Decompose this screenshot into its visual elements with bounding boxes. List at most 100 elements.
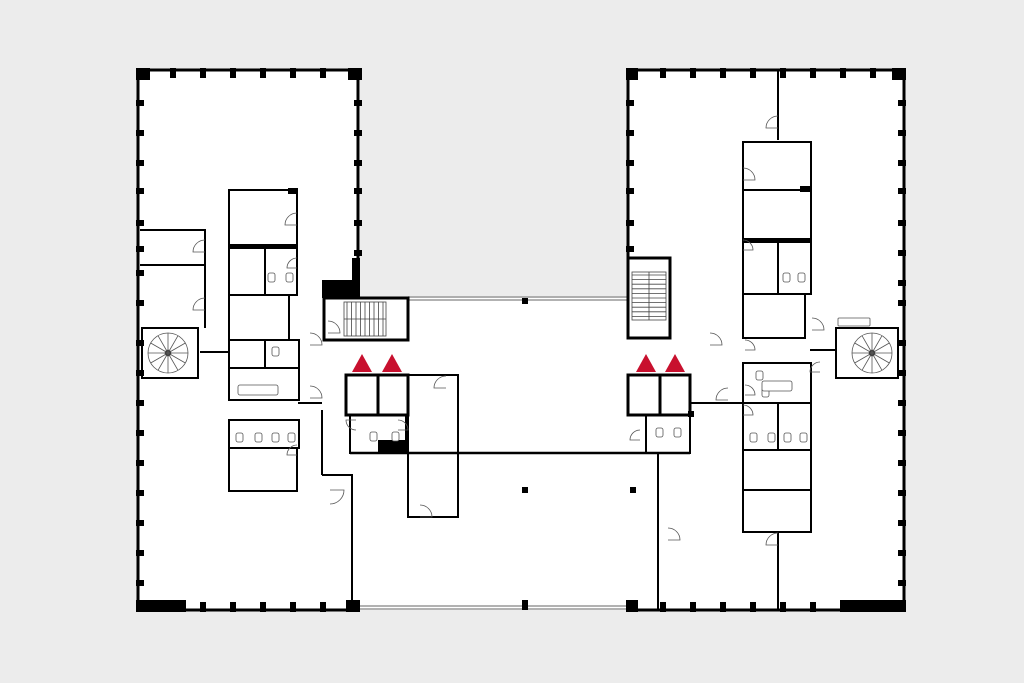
door-swing [742, 404, 754, 416]
toilet-fixture [271, 432, 280, 443]
facade-column [136, 100, 144, 106]
facade-column [354, 100, 362, 106]
facade-column [354, 250, 362, 256]
toilet-fixture [271, 346, 280, 357]
facade-column [626, 246, 634, 252]
facade-column [200, 602, 206, 612]
facade-column [870, 68, 876, 78]
door-swing [811, 317, 825, 331]
facade-column [898, 250, 906, 256]
toilet-fixture [369, 431, 378, 442]
door-swing [742, 239, 754, 251]
facade-column [136, 370, 144, 376]
spiral-tread [871, 352, 890, 364]
spiral-tread [157, 352, 169, 371]
facade-column [354, 220, 362, 226]
door-swing [709, 332, 723, 346]
red-marker [665, 354, 685, 372]
facade-column [626, 220, 634, 226]
facade-column [720, 602, 726, 612]
door-swing [667, 527, 681, 541]
door-swing [345, 419, 357, 431]
door-swing [327, 320, 341, 334]
facade-column [898, 160, 906, 166]
spiral-tread [150, 342, 169, 354]
door-swing [192, 239, 206, 253]
facade-column [810, 68, 816, 78]
spiral-tread [167, 352, 186, 364]
facade-column [840, 68, 846, 78]
facade-column [354, 130, 362, 136]
elevator-markers [352, 354, 685, 372]
red-marker [352, 354, 372, 372]
facade-column [626, 188, 634, 194]
toilet-fixture [655, 427, 664, 438]
facade-column [136, 130, 144, 136]
facade-column [626, 130, 634, 136]
facade-column [898, 490, 906, 496]
facade-column [898, 340, 906, 346]
facade-column [780, 602, 786, 612]
facade-column [230, 68, 236, 78]
stair-left [343, 301, 387, 337]
spiral-tread [871, 335, 883, 354]
facade-column [690, 68, 696, 78]
toilet-fixture [287, 432, 296, 443]
sanitary-fixtures [235, 272, 871, 443]
door-swing [309, 332, 323, 346]
toilet-fixture [391, 431, 400, 442]
bench [837, 317, 871, 327]
door-swing [329, 489, 345, 505]
facade-column [290, 68, 296, 78]
facade-column [898, 460, 906, 466]
facade-columns [136, 68, 906, 612]
spiral-tread [150, 352, 169, 364]
door-swings [192, 115, 825, 546]
facade-column [136, 520, 144, 526]
toilet-fixture [749, 432, 758, 443]
facade-column [230, 602, 236, 612]
door-swing [286, 257, 298, 269]
facade-column [898, 550, 906, 556]
facade-column [136, 300, 144, 306]
spiral-tread [167, 352, 179, 371]
spiral-tread [854, 352, 873, 364]
facade-column [750, 602, 756, 612]
facade-column [290, 602, 296, 612]
toilet-fixture [755, 370, 764, 381]
door-swing [765, 532, 779, 546]
facade-column [898, 520, 906, 526]
facade-column [720, 68, 726, 78]
door-swing [744, 384, 756, 396]
spiral-tread [157, 335, 169, 354]
spiral-stair-right [851, 332, 893, 374]
facade-column [626, 100, 634, 106]
glazing [358, 296, 628, 610]
thick-walls [229, 186, 812, 610]
door-swing [397, 419, 409, 431]
spiral-tread [167, 335, 179, 354]
door-swing [715, 387, 729, 401]
facade-column [354, 160, 362, 166]
red-marker [636, 354, 656, 372]
stair-right [631, 271, 667, 321]
facade-column [780, 68, 786, 78]
spiral-stair-left [147, 332, 189, 374]
red-marker [382, 354, 402, 372]
sink-counter [237, 384, 279, 396]
facade-column [898, 300, 906, 306]
toilet-fixture [235, 432, 244, 443]
spiral-tread [861, 335, 873, 354]
facade-column [660, 602, 666, 612]
facade-column [136, 220, 144, 226]
toilet-fixture [799, 432, 808, 443]
spiral-tread [871, 342, 890, 354]
facade-column [136, 460, 144, 466]
facade-column [320, 68, 326, 78]
spiral-tread [871, 352, 883, 371]
facade-column [898, 100, 906, 106]
toilet-fixture [782, 272, 791, 283]
door-swing [419, 504, 433, 518]
